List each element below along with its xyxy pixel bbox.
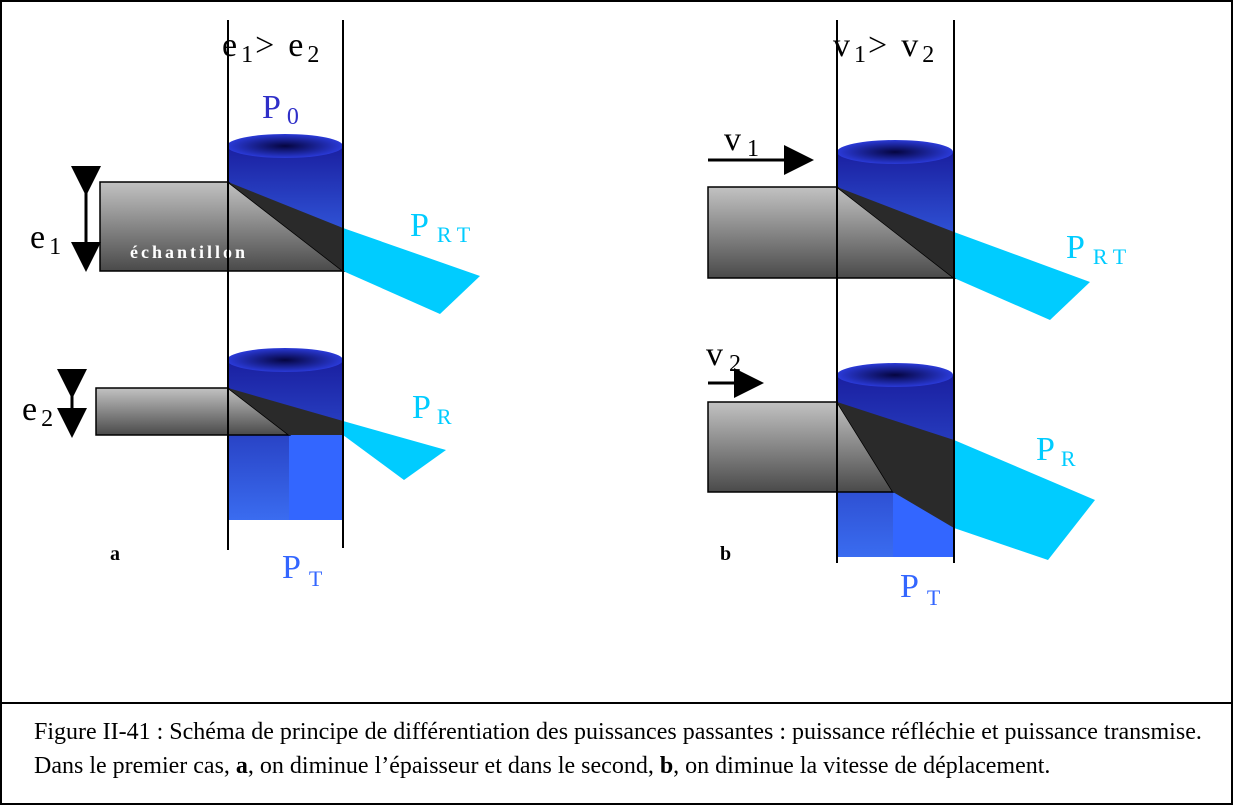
sample-label: échantillon xyxy=(130,242,248,262)
beam-cap-bottom xyxy=(227,348,343,372)
panel-a-letter: a xyxy=(110,543,120,565)
shadow-wedge-bottom-b xyxy=(837,402,954,528)
reflected-beam-b xyxy=(954,440,1095,560)
shadow-wedge-top xyxy=(228,182,343,271)
reflected-beam-a xyxy=(343,421,446,480)
beam-cap-top xyxy=(227,134,343,158)
caption-part-1: Figure II-41 : Schéma de principe de dif… xyxy=(34,719,1202,779)
figure-caption: Figure II-41 : Schéma de principe de dif… xyxy=(34,715,1214,783)
reflected-transmitted-beam-b xyxy=(954,232,1090,320)
beam-cap-top-b xyxy=(837,140,953,164)
caption-part-2: , on diminue l’épaisseur et dans le seco… xyxy=(247,753,660,779)
transmitted-beam-a xyxy=(289,435,343,520)
panel-b-letter: b xyxy=(720,543,731,565)
beam-cap-bottom-b xyxy=(837,363,953,387)
caption-bold-b: b xyxy=(659,753,674,779)
reflected-transmitted-beam xyxy=(343,228,480,314)
shadow-wedge-top-b xyxy=(837,187,954,278)
caption-bold-a: a xyxy=(235,753,248,779)
shadow-wedge-bottom xyxy=(228,388,343,435)
caption-part-3: , on diminue la vitesse de déplacement. xyxy=(673,753,1051,779)
